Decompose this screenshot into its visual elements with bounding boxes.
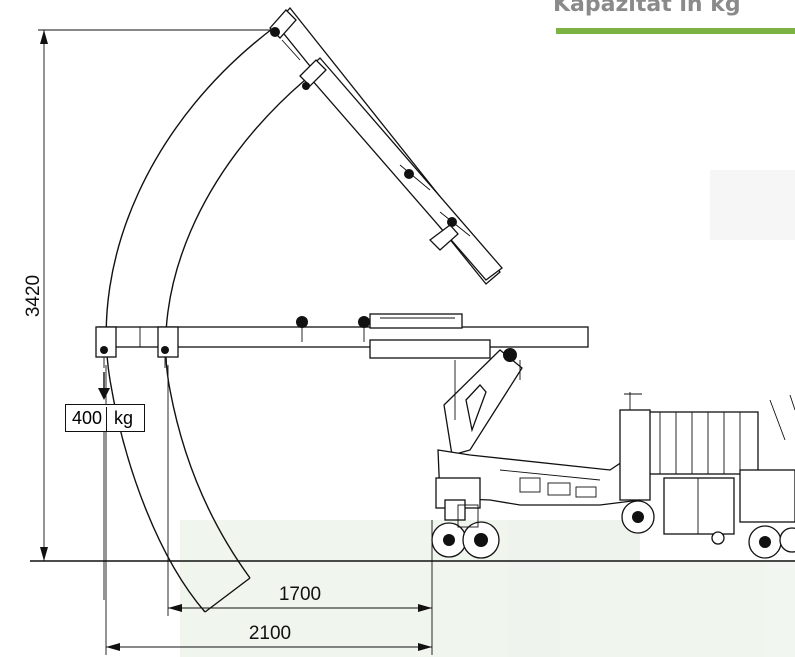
load-separator [106,407,107,431]
swing-arc-inner [164,79,306,579]
rear-machinery [619,392,795,535]
page-heading: Kapazität in kg [553,0,741,17]
reach-inner-label: 1700 [279,584,321,605]
load-arrow [98,372,110,600]
horizontal-boom [95,313,589,368]
load-value: 400 [72,408,103,428]
load-unit: kg [114,408,134,428]
crane-chassis [435,448,641,521]
height-label: 3420 [23,275,44,317]
rear-wheels [621,500,795,559]
front-wheels [431,504,500,559]
height-dimension [38,29,285,561]
reach-outer-label: 2100 [249,623,291,644]
raised-boom-lower [299,57,503,281]
swing-arc-outer [105,25,277,613]
reach-dimension-inner [167,365,432,616]
heading-accent-bar [556,28,795,34]
crane-mast [443,348,523,456]
background-photo-hint [180,170,795,657]
load-box: 400 kg [65,404,145,432]
